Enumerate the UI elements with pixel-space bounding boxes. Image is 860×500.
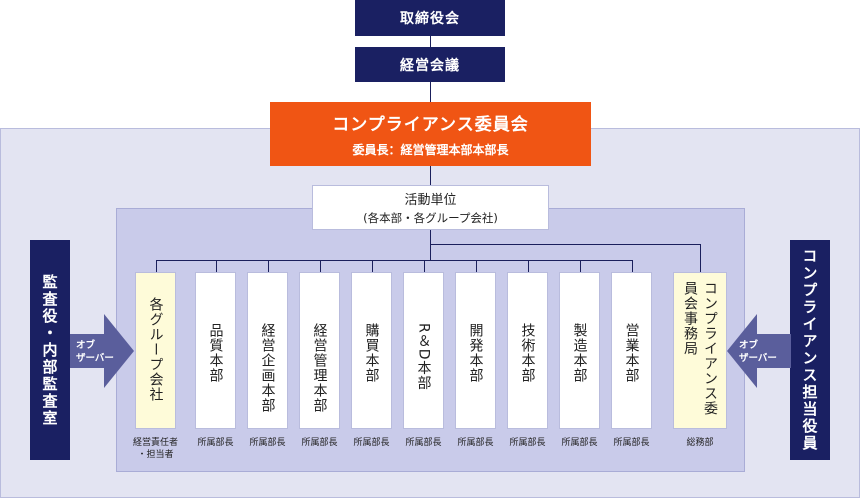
activity-down-line bbox=[430, 230, 431, 260]
department-connector bbox=[476, 260, 477, 272]
secretariat-connector-horizontal bbox=[430, 244, 701, 245]
department-box: 開発本部 bbox=[455, 272, 496, 429]
department-leader-label: 所属部長 bbox=[405, 438, 442, 448]
department-name: 経営企画本部 bbox=[259, 323, 276, 413]
department-name: R＆D本部 bbox=[415, 323, 432, 391]
management-meeting-box: 経営会議 bbox=[355, 47, 505, 82]
department-box: 経営企画本部 bbox=[247, 272, 288, 429]
secretariat-connector-vertical bbox=[700, 244, 701, 272]
distribution-line bbox=[156, 260, 633, 261]
department-box: 購買本部 bbox=[351, 272, 392, 429]
observer-left-text: オブ ザーバー bbox=[76, 340, 114, 364]
department-leader-label: 所属部長 bbox=[457, 438, 494, 448]
department-name: 購買本部 bbox=[363, 323, 380, 383]
department-connector bbox=[580, 260, 581, 272]
department-connector bbox=[632, 260, 633, 272]
department-name: 開発本部 bbox=[467, 323, 484, 383]
department-name: コンプライアンス委員会事務局 bbox=[682, 281, 718, 416]
observer-right-text: オブ ザーバー bbox=[739, 340, 777, 364]
department-name: 各グループ会社 bbox=[147, 297, 164, 402]
audit-side-label: 監査役・内部監査室 bbox=[40, 273, 59, 427]
department-name: 技術本部 bbox=[519, 323, 536, 383]
department-connector bbox=[424, 260, 425, 272]
department-connector bbox=[156, 260, 157, 272]
department-connector bbox=[268, 260, 269, 272]
department-box: R＆D本部 bbox=[403, 272, 444, 429]
audit-side-bar: 監査役・内部監査室 bbox=[30, 240, 70, 460]
department-leader-label: 所属部長 bbox=[561, 438, 598, 448]
department-leader-label: 所属部長 bbox=[249, 438, 286, 448]
activity-unit-box: 活動単位 (各本部・各グループ会社) bbox=[312, 185, 549, 230]
department-leader-label: 所属部長 bbox=[509, 438, 546, 448]
department-leader-label: 所属部長 bbox=[301, 438, 338, 448]
department-connector bbox=[528, 260, 529, 272]
department-leader-label: 総務部 bbox=[686, 438, 714, 448]
department-box: 製造本部 bbox=[559, 272, 600, 429]
board-of-directors-box: 取締役会 bbox=[355, 0, 505, 36]
department-name: 営業本部 bbox=[623, 323, 640, 383]
department-leader-label: 所属部長 bbox=[353, 438, 390, 448]
department-connector bbox=[320, 260, 321, 272]
department-name: 経営管理本部 bbox=[311, 323, 328, 413]
department-name: 品質本部 bbox=[207, 323, 224, 383]
activity-unit-subtitle: (各本部・各グループ会社) bbox=[363, 211, 498, 225]
compliance-committee-box: コンプライアンス委員会 委員長：経営管理本部本部長 bbox=[270, 102, 591, 166]
compliance-committee-chair: 委員長：経営管理本部本部長 bbox=[352, 143, 509, 157]
department-leader-label: 所属部長 bbox=[613, 438, 650, 448]
department-connector bbox=[216, 260, 217, 272]
board-of-directors-label: 取締役会 bbox=[400, 11, 460, 27]
department-box: 技術本部 bbox=[507, 272, 548, 429]
compliance-committee-title: コンプライアンス委員会 bbox=[332, 115, 529, 135]
department-leader-label: 所属部長 bbox=[197, 438, 234, 448]
department-name: 製造本部 bbox=[571, 323, 588, 383]
observer-arrow-right: オブ ザーバー bbox=[727, 314, 791, 388]
activity-unit-title: 活動単位 bbox=[404, 193, 457, 208]
department-box: 経営管理本部 bbox=[299, 272, 340, 429]
department-connector bbox=[372, 260, 373, 272]
compliance-officer-side-bar: コンプライアンス担当役員 bbox=[790, 240, 830, 460]
department-leader-label: 経営責任者・担当者 bbox=[132, 438, 178, 460]
department-box: コンプライアンス委員会事務局 bbox=[673, 272, 727, 429]
department-box: 営業本部 bbox=[611, 272, 652, 429]
management-meeting-label: 経営会議 bbox=[400, 57, 460, 74]
observer-arrow-left: オブ ザーバー bbox=[70, 314, 134, 388]
compliance-officer-side-label: コンプライアンス担当役員 bbox=[800, 248, 819, 452]
department-box: 各グループ会社 bbox=[135, 272, 176, 429]
department-box: 品質本部 bbox=[195, 272, 236, 429]
